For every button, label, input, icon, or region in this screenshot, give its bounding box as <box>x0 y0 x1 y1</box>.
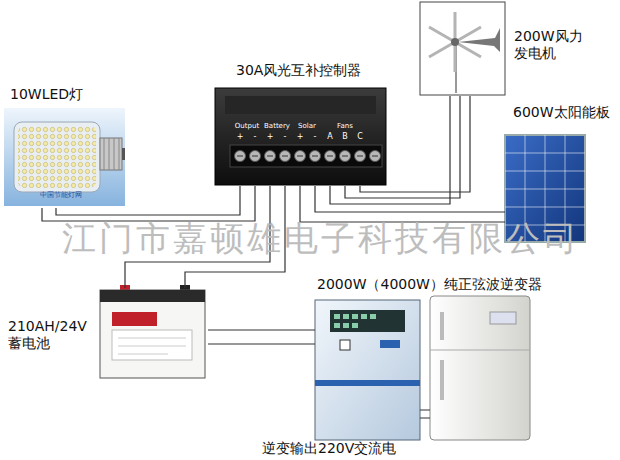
fridge-picture <box>430 350 530 351</box>
controller-picture <box>215 88 386 185</box>
component-node: 10WLED灯 <box>2 86 142 208</box>
terminal-name: Solar <box>298 123 316 131</box>
inverter-picture <box>361 314 367 319</box>
fridge-picture <box>430 296 530 440</box>
battery-picture <box>112 330 192 360</box>
led-lamp-picture <box>18 126 96 188</box>
battery-picture <box>100 290 205 378</box>
terminal-pin: - <box>254 133 257 142</box>
terminal-pin: + <box>237 133 244 142</box>
terminal-pin: + <box>297 133 304 142</box>
terminal-pin: B <box>342 133 348 142</box>
led-lamp-picture <box>122 148 125 160</box>
terminal-pin: A <box>327 133 332 142</box>
inverter-picture <box>315 380 420 386</box>
fridge-picture <box>490 312 516 324</box>
inverter-picture <box>334 314 376 328</box>
component-label: 10WLED灯 <box>10 86 150 103</box>
controller-picture <box>230 145 382 167</box>
wind-turbine-picture <box>420 2 505 95</box>
battery-picture <box>118 338 186 354</box>
led-lamp-picture <box>4 108 125 206</box>
led-lamp-picture <box>104 138 119 170</box>
wind-turbine-picture <box>420 2 505 95</box>
component-label: 600W太阳能板 <box>513 104 620 121</box>
component-node: 200W风力发电机 <box>420 0 608 96</box>
wire <box>208 329 315 330</box>
battery-picture <box>100 290 205 302</box>
output-note: 逆变输出220V交流电 <box>262 441 396 456</box>
inverter-picture <box>352 314 358 319</box>
inverter-picture <box>343 314 349 319</box>
wire <box>300 186 505 222</box>
inverter-picture <box>334 323 340 328</box>
controller-picture <box>235 151 381 162</box>
controller-picture <box>237 156 378 157</box>
led-lamp-picture <box>14 122 100 192</box>
wire-connector <box>300 186 505 222</box>
terminal-name: Output <box>235 123 259 131</box>
battery-picture <box>100 285 205 378</box>
inverter-picture <box>352 323 358 328</box>
wire-connector <box>208 330 315 344</box>
terminal-pin: - <box>284 133 287 142</box>
wind-turbine-picture <box>451 38 459 46</box>
led-lamp-picture <box>100 138 122 170</box>
terminal-name: Fans <box>337 123 353 131</box>
wire <box>315 186 505 212</box>
wire <box>330 96 450 204</box>
inverter-picture <box>334 314 340 319</box>
fridge-picture <box>440 360 444 400</box>
component-node: 210AH/24V 蓄电池 <box>8 288 208 380</box>
wire <box>360 96 470 192</box>
photo-mark: 中国节能灯网 <box>40 192 82 200</box>
component-node: 2000W（4000W）纯正弦波逆变器 <box>315 276 576 442</box>
wire <box>345 96 460 198</box>
terminal-name: Battery <box>264 123 290 131</box>
controller-picture <box>215 88 386 185</box>
wind-turbine-picture <box>458 28 500 52</box>
component-label: 210AH/24V 蓄电池 <box>8 318 92 352</box>
inverter-picture <box>370 314 376 319</box>
led-lamp-picture <box>4 108 125 206</box>
output-wire <box>420 410 430 418</box>
watermark: 江门市嘉顿雄电子科技有限公司 <box>62 220 580 257</box>
inverter-picture <box>315 300 420 440</box>
inverter-picture <box>380 340 400 348</box>
component-label: 30A风光互补控制器 <box>236 62 436 79</box>
controller-picture <box>225 96 376 114</box>
fridge-picture <box>440 312 444 340</box>
inverter-picture <box>315 300 420 440</box>
inverter-picture <box>340 340 350 350</box>
wire-connector <box>330 96 470 204</box>
fridge-picture <box>430 296 530 440</box>
battery-picture <box>112 312 157 326</box>
terminal-pin: C <box>357 133 363 142</box>
inverter-picture <box>343 323 349 328</box>
terminal-pin: + <box>267 133 274 142</box>
wire <box>208 343 315 344</box>
component-label: 200W风力发电机 <box>514 28 588 62</box>
wire <box>56 186 240 215</box>
component-label: 2000W（4000W）纯正弦波逆变器 <box>317 276 578 293</box>
terminal-pin: - <box>314 133 317 142</box>
inverter-picture <box>330 310 405 332</box>
